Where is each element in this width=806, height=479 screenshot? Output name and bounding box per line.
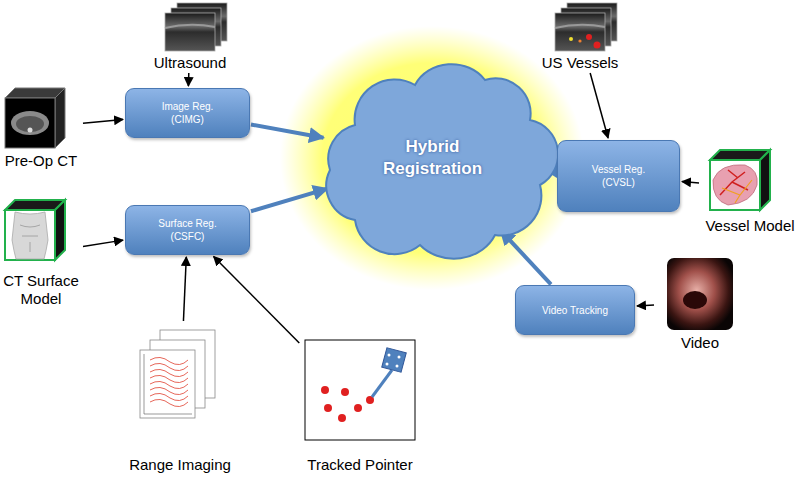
process-box: Image Reg. (CIMG) (125, 88, 250, 138)
process-box: Surface Reg. (CSFC) (125, 205, 250, 255)
node-label: Image Reg. (CIMG) (149, 100, 227, 126)
image-source: Tracked Pointer (300, 335, 420, 474)
endoscopic-video-frame (667, 258, 733, 330)
hub-cloud: Hybrid Registration (305, 45, 560, 270)
image-source: Ultrasound (145, 0, 235, 72)
process-box: Video Tracking (515, 285, 635, 335)
node-label: CT Surface Model (1, 272, 81, 308)
thick-arrow (251, 125, 323, 138)
surface-model-cube (5, 200, 65, 260)
image-source: Range Imaging (125, 322, 235, 474)
node-label: Pre-Op CT (5, 152, 78, 170)
image-source: Video (655, 252, 745, 352)
node-label: US Vessels (542, 54, 619, 72)
node-label: Ultrasound (154, 54, 227, 72)
thick-arrow (501, 230, 551, 284)
image-source: US Vessels (535, 0, 625, 72)
node-label: Hybrid Registration (368, 136, 498, 179)
node-label: Video (681, 334, 719, 352)
cloud-outline (305, 45, 560, 270)
input-arrow (183, 257, 186, 321)
node-label: Vessel Model (705, 217, 794, 235)
input-arrow (83, 240, 123, 246)
node-label: Video Tracking (542, 304, 608, 317)
vessel-model-cube (710, 150, 770, 210)
ct-volume-cube (5, 88, 65, 148)
process-box: Vessel Reg. (CVSL) (557, 140, 680, 212)
input-arrow (214, 256, 300, 343)
node-label: Vessel Reg. (CVSL) (580, 163, 658, 189)
tracked-pointer-figure (305, 340, 415, 440)
node-label: Tracked Pointer (307, 456, 412, 474)
glow (280, 26, 584, 290)
range-image-plots (140, 330, 215, 418)
ultrasound-images (165, 3, 227, 51)
thick-arrow (251, 189, 327, 212)
input-arrow (590, 73, 608, 138)
input-arrow (682, 182, 699, 183)
input-arrow (83, 119, 123, 123)
model-source: CT Surface Model (0, 198, 82, 308)
us-vessel-images (555, 3, 617, 51)
node-label: Surface Reg. (CSFC) (149, 217, 227, 243)
input-arrow (637, 305, 654, 306)
input-arrow (188, 73, 190, 86)
model-source: Vessel Model (700, 140, 800, 235)
node-label: Range Imaging (129, 456, 231, 474)
image-source: Pre-Op CT (0, 85, 82, 170)
